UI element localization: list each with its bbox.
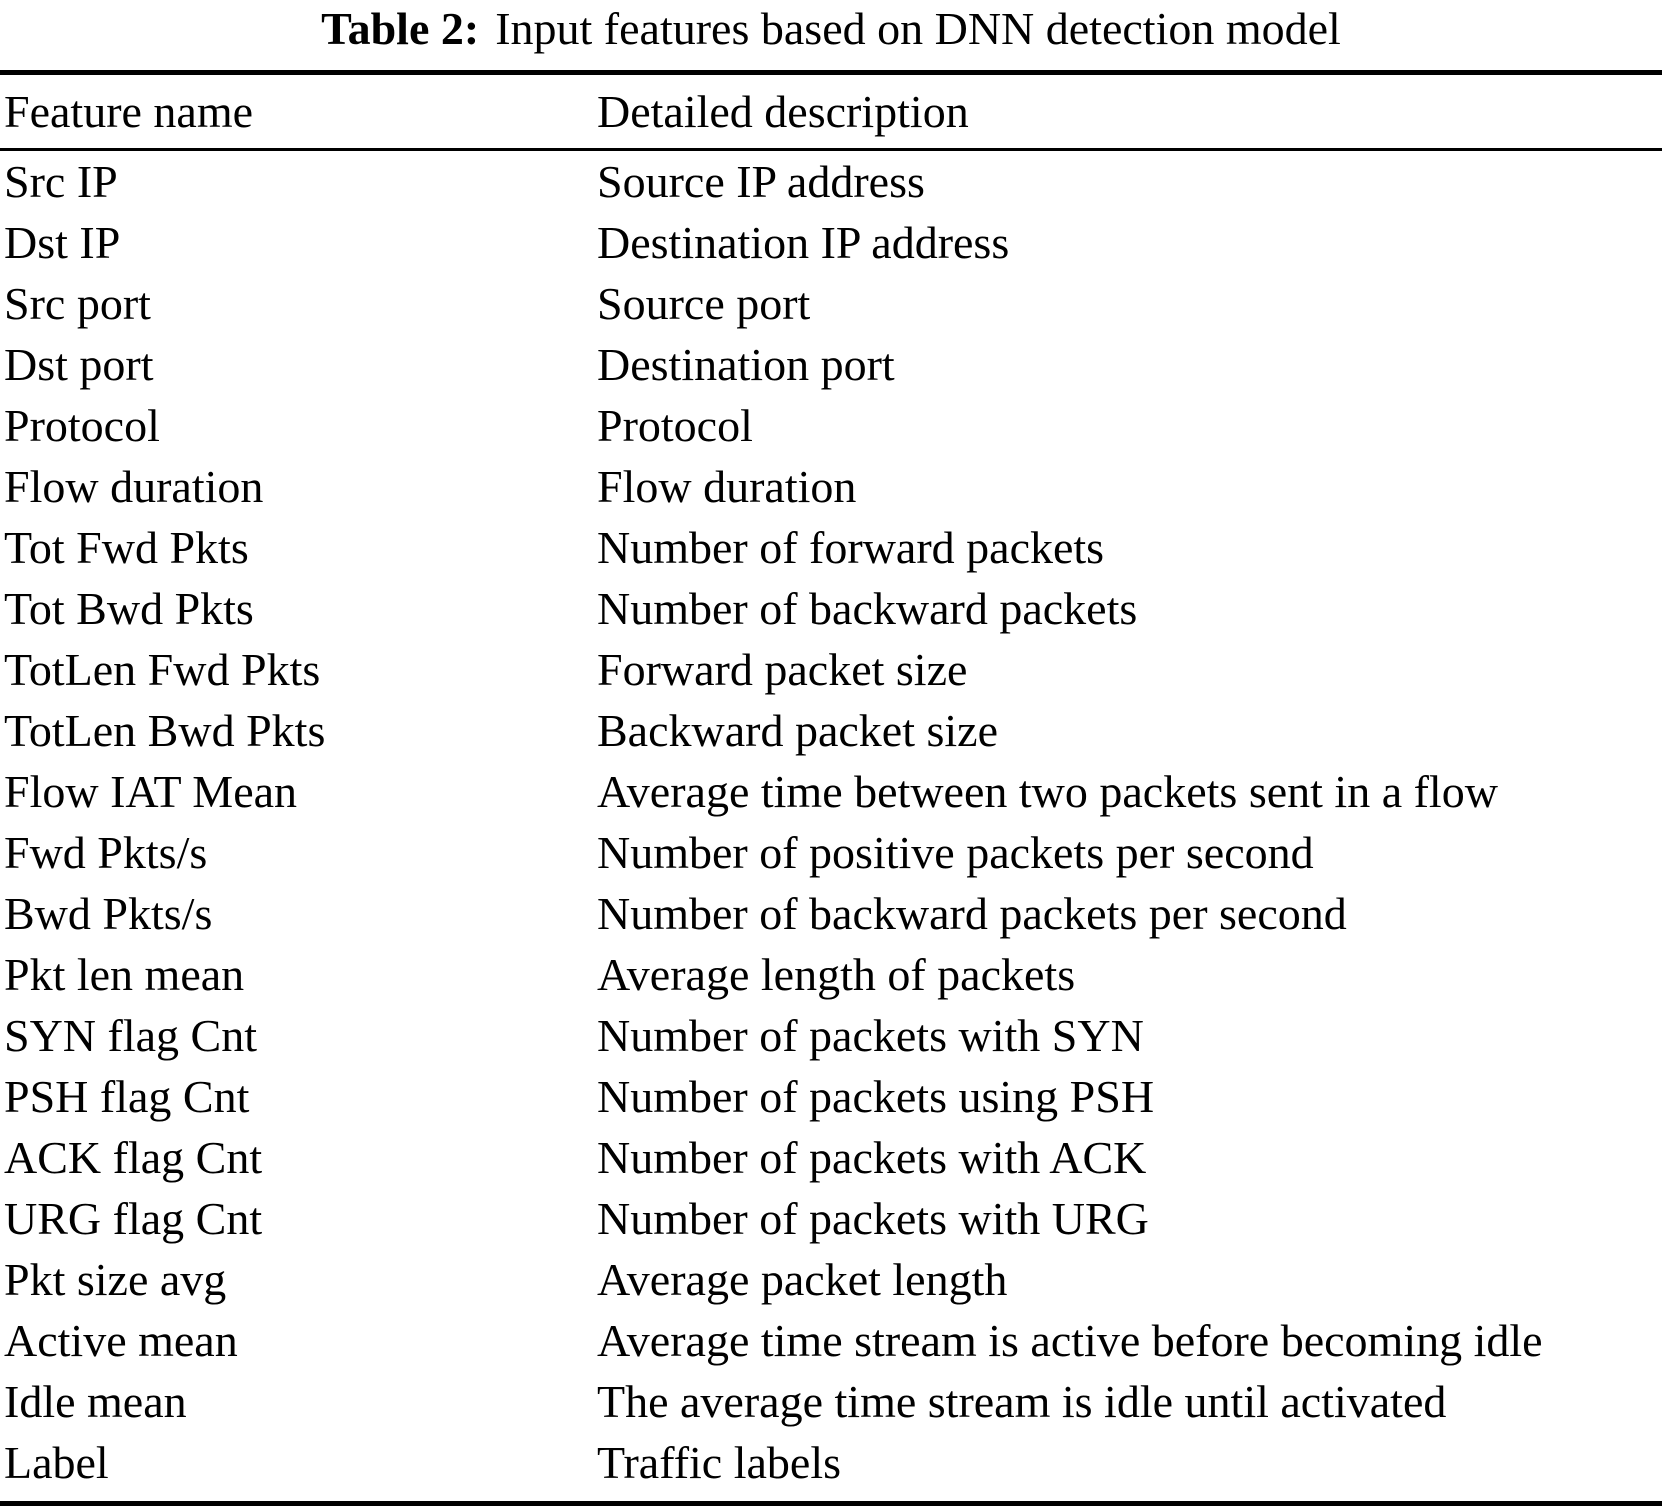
- features-table: Feature name Detailed description Src IP…: [0, 70, 1662, 1506]
- description-cell: Destination IP address: [597, 217, 1010, 268]
- table-row: SYN flag Cnt Number of packets with SYN: [0, 1005, 1662, 1066]
- feature-cell: Src IP: [4, 156, 118, 207]
- header-row: Feature name Detailed description: [0, 72, 1662, 151]
- description-cell: Backward packet size: [597, 705, 999, 756]
- table-row: Src port Source port: [0, 273, 1662, 334]
- feature-cell: SYN flag Cnt: [4, 1010, 257, 1061]
- table-row: TotLen Fwd Pkts Forward packet size: [0, 639, 1662, 700]
- table-row: Idle mean The average time stream is idl…: [0, 1371, 1662, 1432]
- description-cell: Protocol: [597, 400, 753, 451]
- table-row: Tot Bwd Pkts Number of backward packets: [0, 578, 1662, 639]
- description-cell: Number of packets with ACK: [597, 1132, 1147, 1183]
- feature-cell: ACK flag Cnt: [4, 1132, 263, 1183]
- description-cell: Number of forward packets: [597, 522, 1105, 573]
- table-body: Src IP Source IP address Dst IP Destinat…: [0, 150, 1662, 1504]
- table-row: Tot Fwd Pkts Number of forward packets: [0, 517, 1662, 578]
- table-row: Src IP Source IP address: [0, 150, 1662, 213]
- table-row: Label Traffic labels: [0, 1432, 1662, 1504]
- column-header-feature: Feature name: [0, 72, 597, 151]
- table-row: Protocol Protocol: [0, 395, 1662, 456]
- description-cell: Traffic labels: [597, 1437, 842, 1488]
- feature-cell: URG flag Cnt: [4, 1193, 263, 1244]
- feature-cell: Tot Bwd Pkts: [4, 583, 254, 634]
- description-cell: Destination port: [597, 339, 895, 390]
- table-row: ACK flag Cnt Number of packets with ACK: [0, 1127, 1662, 1188]
- table-row: Pkt size avg Average packet length: [0, 1249, 1662, 1310]
- caption-text: Input features based on DNN detection mo…: [495, 3, 1341, 54]
- feature-cell: PSH flag Cnt: [4, 1071, 250, 1122]
- description-cell: Average length of packets: [597, 949, 1076, 1000]
- table-row: Bwd Pkts/s Number of backward packets pe…: [0, 883, 1662, 944]
- description-cell: The average time stream is idle until ac…: [597, 1376, 1447, 1427]
- table-row: PSH flag Cnt Number of packets using PSH: [0, 1066, 1662, 1127]
- description-cell: Average time stream is active before bec…: [597, 1315, 1543, 1366]
- table-row: Fwd Pkts/s Number of positive packets pe…: [0, 822, 1662, 883]
- feature-cell: TotLen Fwd Pkts: [4, 644, 321, 695]
- description-cell: Forward packet size: [597, 644, 968, 695]
- column-header-description: Detailed description: [597, 72, 1662, 151]
- table-row: TotLen Bwd Pkts Backward packet size: [0, 700, 1662, 761]
- description-cell: Source IP address: [597, 156, 925, 207]
- table-row: Flow duration Flow duration: [0, 456, 1662, 517]
- table-caption: Table 2: Input features based on DNN dete…: [0, 0, 1662, 70]
- table-row: URG flag Cnt Number of packets with URG: [0, 1188, 1662, 1249]
- feature-cell: Flow IAT Mean: [4, 766, 298, 817]
- description-cell: Number of positive packets per second: [597, 827, 1314, 878]
- description-cell: Number of backward packets per second: [597, 888, 1347, 939]
- caption-label: Table 2:: [321, 3, 480, 54]
- table-row: Dst port Destination port: [0, 334, 1662, 395]
- description-cell: Number of backward packets: [597, 583, 1138, 634]
- feature-cell: Flow duration: [4, 461, 264, 512]
- description-cell: Source port: [597, 278, 811, 329]
- description-cell: Number of packets with SYN: [597, 1010, 1144, 1061]
- feature-cell: Bwd Pkts/s: [4, 888, 213, 939]
- feature-cell: Protocol: [4, 400, 160, 451]
- feature-cell: Fwd Pkts/s: [4, 827, 208, 878]
- description-cell: Average packet length: [597, 1254, 1008, 1305]
- feature-cell: TotLen Bwd Pkts: [4, 705, 326, 756]
- feature-cell: Dst port: [4, 339, 154, 390]
- feature-cell: Idle mean: [4, 1376, 187, 1427]
- table-header: Feature name Detailed description: [0, 72, 1662, 151]
- table-row: Active mean Average time stream is activ…: [0, 1310, 1662, 1371]
- feature-cell: Src port: [4, 278, 151, 329]
- feature-cell: Dst IP: [4, 217, 121, 268]
- description-cell: Number of packets using PSH: [597, 1071, 1155, 1122]
- feature-cell: Label: [4, 1437, 109, 1488]
- description-cell: Flow duration: [597, 461, 857, 512]
- description-cell: Average time between two packets sent in…: [597, 766, 1498, 817]
- feature-cell: Active mean: [4, 1315, 238, 1366]
- feature-cell: Tot Fwd Pkts: [4, 522, 249, 573]
- feature-cell: Pkt size avg: [4, 1254, 227, 1305]
- table-row: Dst IP Destination IP address: [0, 212, 1662, 273]
- table-row: Flow IAT Mean Average time between two p…: [0, 761, 1662, 822]
- description-cell: Number of packets with URG: [597, 1193, 1149, 1244]
- table-row: Pkt len mean Average length of packets: [0, 944, 1662, 1005]
- feature-cell: Pkt len mean: [4, 949, 245, 1000]
